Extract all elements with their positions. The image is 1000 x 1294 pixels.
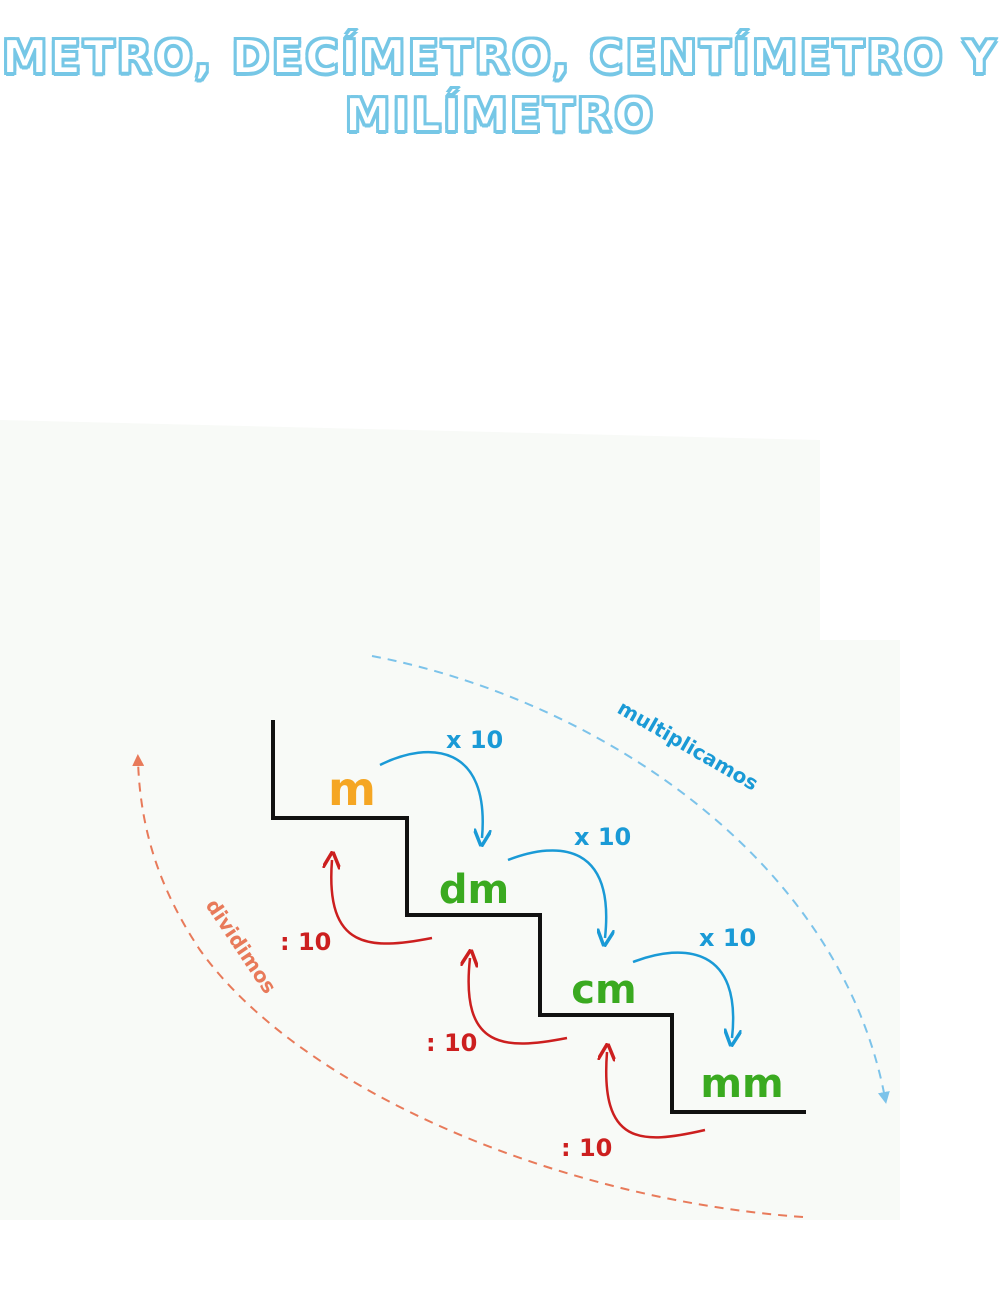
multiply-arrow-3 <box>632 951 733 1038</box>
title-line-2: MILÍMETRO <box>344 87 656 143</box>
unit-cm: cm <box>571 967 636 1013</box>
multiply-arrow-1 <box>379 750 483 838</box>
title-line-1: METRO, DECÍMETRO, CENTÍMETRO Y <box>1 29 999 85</box>
divide-arrow-3 <box>606 1052 706 1139</box>
multiply-label-2: x 10 <box>574 823 631 851</box>
unit-dm: dm <box>439 867 509 913</box>
staircase-line <box>271 720 806 1114</box>
divide-label-3: : 10 <box>561 1134 612 1162</box>
multiply-arrow-2 <box>507 849 606 938</box>
multiply-dashed-arc <box>371 655 890 1104</box>
unit-m: m <box>328 762 376 816</box>
unit-mm: mm <box>700 1061 783 1107</box>
divide-dashed-arc <box>132 754 804 1218</box>
divide-label-2: : 10 <box>426 1029 477 1057</box>
multiply-label-1: x 10 <box>446 726 503 754</box>
divide-label-1: : 10 <box>280 928 331 956</box>
page-title: METRO, DECÍMETRO, CENTÍMETRO Y MILÍMETRO <box>0 28 1000 144</box>
multiply-label-3: x 10 <box>699 924 756 952</box>
background-panel <box>0 420 900 1220</box>
divide-arrow-2 <box>469 958 568 1045</box>
divide-arrow-1 <box>331 860 433 945</box>
